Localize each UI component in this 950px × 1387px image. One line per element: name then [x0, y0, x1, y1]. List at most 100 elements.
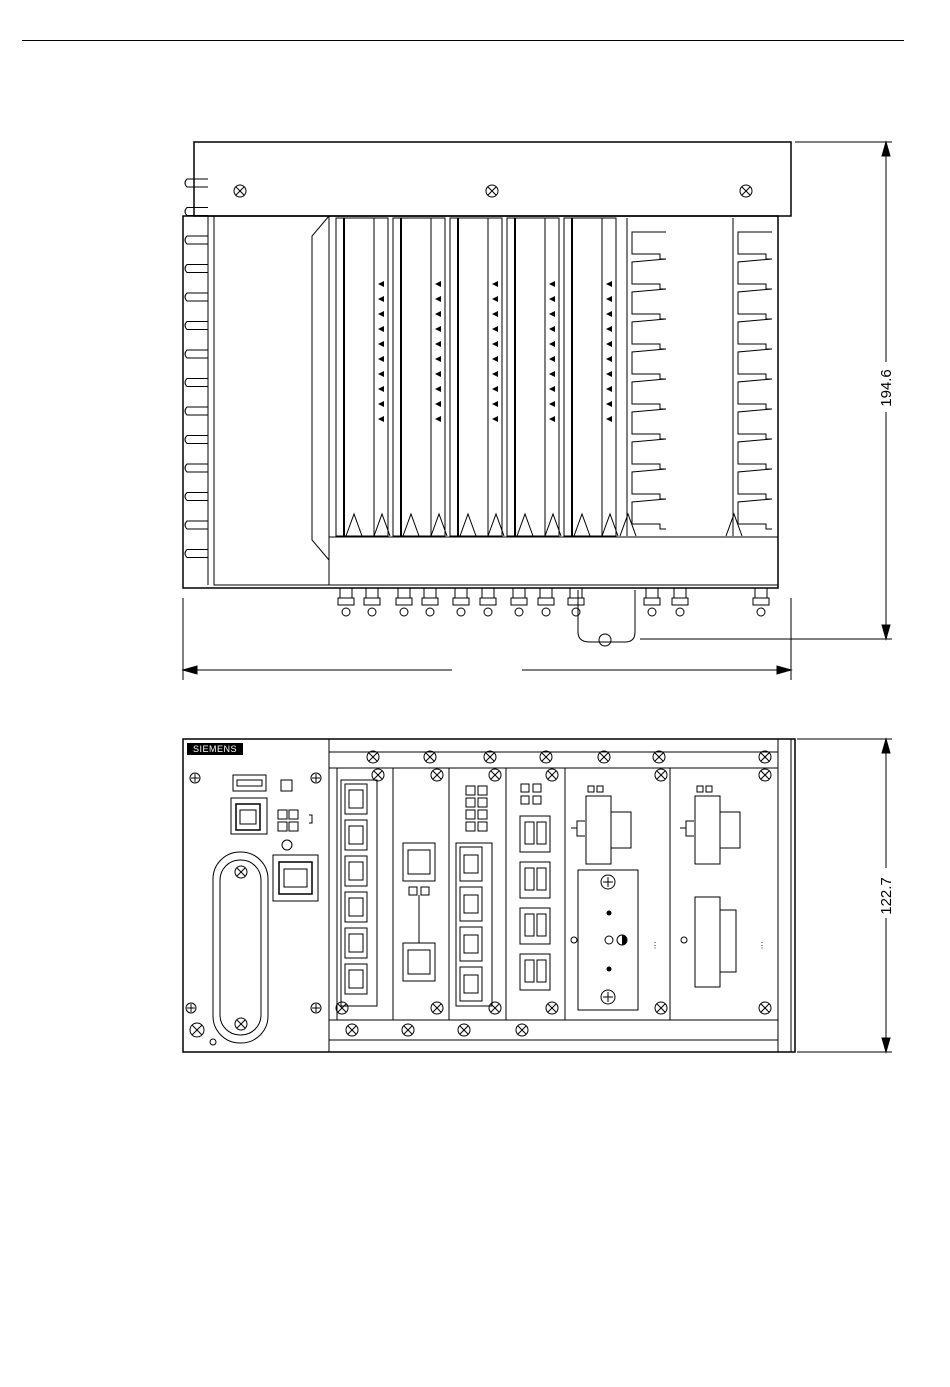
heatsink-fin [185, 236, 208, 244]
din-rail-module [578, 870, 638, 1010]
screw-icon [489, 1002, 501, 1014]
terminal-block [586, 796, 611, 864]
screw-icon [336, 1002, 348, 1014]
screw-icon [431, 1002, 443, 1014]
screw-icon [235, 866, 247, 878]
heatsink-fin [185, 208, 208, 216]
rj45-port [345, 892, 367, 922]
bottom-terminal [455, 588, 467, 598]
heatsink-fin [185, 464, 208, 472]
bottom-terminal [755, 588, 767, 598]
status-led [478, 786, 487, 795]
sfp-port [403, 843, 435, 881]
side-top-rail [194, 142, 791, 216]
screw-icon [186, 1003, 196, 1013]
heatsink-fin [185, 350, 208, 358]
screw-icon [653, 751, 665, 763]
rj45-port [345, 856, 367, 886]
screw-icon [655, 1002, 667, 1014]
status-led [478, 798, 487, 807]
screw-icon [431, 769, 443, 781]
terminal-block [695, 796, 720, 864]
bottom-connectors [338, 588, 769, 616]
screw-icon [424, 751, 436, 763]
screw-icon [311, 773, 321, 783]
screw-icon [486, 185, 498, 197]
screw-icon [540, 751, 552, 763]
reset-button [281, 780, 292, 791]
screw-icon [190, 1023, 204, 1037]
screw-icon [759, 751, 771, 763]
screw-icon [458, 1024, 470, 1036]
indicator-hole [210, 1039, 216, 1045]
status-led [466, 822, 475, 831]
heatsink-fin [185, 493, 208, 501]
heatsink-fin [185, 379, 208, 387]
rj45-port [460, 887, 482, 921]
status-led [466, 810, 475, 819]
screw-icon [372, 769, 384, 781]
heatsink-fin [185, 322, 208, 330]
screw-icon [402, 1024, 414, 1036]
led-grid [466, 786, 487, 831]
screw-icon [740, 185, 752, 197]
rj45-port [460, 847, 482, 881]
screw-icon [601, 875, 615, 889]
side-bottom-bar [329, 537, 778, 585]
rj45-port [345, 820, 367, 850]
heatsink-fin [185, 293, 208, 301]
screw-icon [190, 773, 200, 783]
screw-icon [346, 1024, 358, 1036]
bottom-terminal [570, 588, 582, 598]
screw-icon [759, 1002, 771, 1014]
screw-icon [759, 769, 771, 781]
bottom-terminal [540, 588, 552, 598]
dip-switch [233, 775, 266, 791]
side-view [183, 142, 791, 646]
screw-icon [598, 751, 610, 763]
rj45-port [345, 928, 367, 958]
rj45-port [460, 927, 482, 961]
rj45-port [460, 967, 482, 1001]
front-view: SIEMENS [183, 739, 795, 1052]
screw-icon [546, 1002, 558, 1014]
screw-icon [546, 769, 558, 781]
screw-icon [489, 769, 501, 781]
status-led [466, 798, 475, 807]
heatsink-fins [185, 179, 208, 558]
svg-text:⋮: ⋮ [651, 941, 659, 950]
status-led [282, 840, 292, 850]
screw-icon [484, 751, 496, 763]
heatsink-fin [185, 265, 208, 273]
siemens-logo-text: SIEMENS [193, 744, 237, 754]
screw-icon [234, 185, 246, 197]
screw-icon [516, 1024, 528, 1036]
screw-icon [235, 1018, 247, 1030]
heatsink-fin [185, 550, 208, 558]
screw-icon [311, 1003, 321, 1013]
screw-icon [601, 990, 615, 1004]
rj45-port-group [456, 843, 492, 1006]
rj45-port [345, 784, 367, 814]
status-led [478, 822, 487, 831]
sfp-port [403, 943, 435, 981]
heatsink-fin [185, 179, 208, 187]
status-led [478, 810, 487, 819]
front-modules [336, 751, 771, 1036]
comb-profile [738, 232, 772, 529]
bottom-terminal [482, 588, 494, 598]
side-body [183, 216, 778, 588]
fiber-ports [520, 816, 550, 990]
dimension-height-side: 194.6 [878, 369, 895, 407]
bottom-terminal [646, 588, 658, 598]
bottom-terminal [366, 588, 378, 598]
heatsink-fin [185, 436, 208, 444]
svg-text:⋮: ⋮ [758, 941, 766, 950]
heatsink-fin [185, 407, 208, 415]
screw-icon [655, 769, 667, 781]
heatsink-fin [185, 521, 208, 529]
rj45-port [345, 964, 367, 994]
comb-profile [632, 232, 666, 529]
side-module-slots [336, 218, 772, 536]
